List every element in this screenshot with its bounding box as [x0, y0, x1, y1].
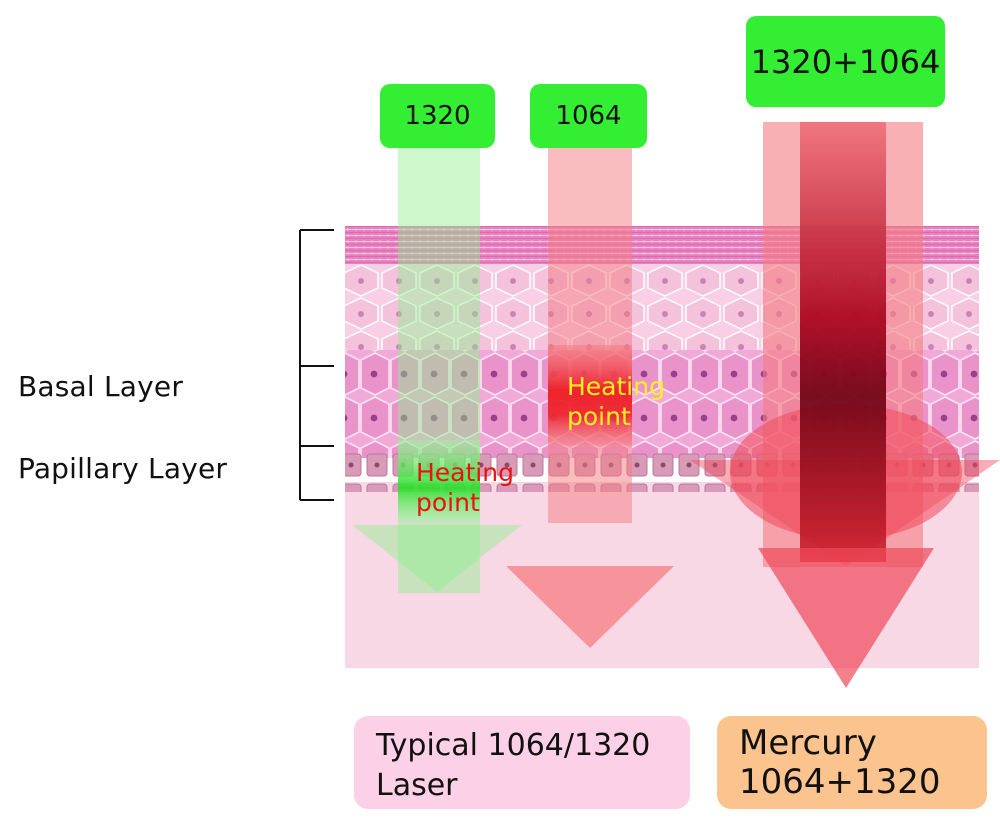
wavelength-1064-text: 1064	[555, 101, 622, 131]
heating-point-1064-line2: point	[567, 402, 631, 431]
heating-point-1064: Heating point	[567, 372, 665, 432]
beam-1320	[352, 148, 522, 593]
papillary-layer-label: Papillary Layer	[18, 452, 228, 485]
heating-point-1320-line1: Heating	[416, 458, 514, 487]
beam-1064	[506, 148, 674, 648]
wavelength-1320-text: 1320	[404, 101, 471, 131]
wavelength-1320-label: 1320	[380, 84, 495, 148]
heating-point-1320: Heating point	[416, 458, 514, 518]
heating-point-1064-line1: Heating	[567, 372, 665, 401]
wavelength-combo-text: 1320+1064	[750, 42, 941, 81]
mercury-line1: Mercury	[739, 723, 877, 763]
typical-laser-caption: Typical 1064/1320 Laser	[354, 716, 690, 809]
typical-laser-line2: Laser	[376, 768, 458, 803]
mercury-caption: Mercury 1064+1320	[717, 716, 987, 809]
wavelength-1064-label: 1064	[530, 84, 647, 148]
basal-layer-label: Basal Layer	[18, 370, 184, 403]
wavelength-combo-label: 1320+1064	[746, 16, 945, 107]
layer-bracket	[299, 229, 334, 501]
typical-laser-line1: Typical 1064/1320	[376, 728, 651, 763]
beam-combo	[690, 122, 1000, 688]
heating-point-1320-line2: point	[416, 488, 480, 517]
mercury-line2: 1064+1320	[739, 762, 941, 802]
